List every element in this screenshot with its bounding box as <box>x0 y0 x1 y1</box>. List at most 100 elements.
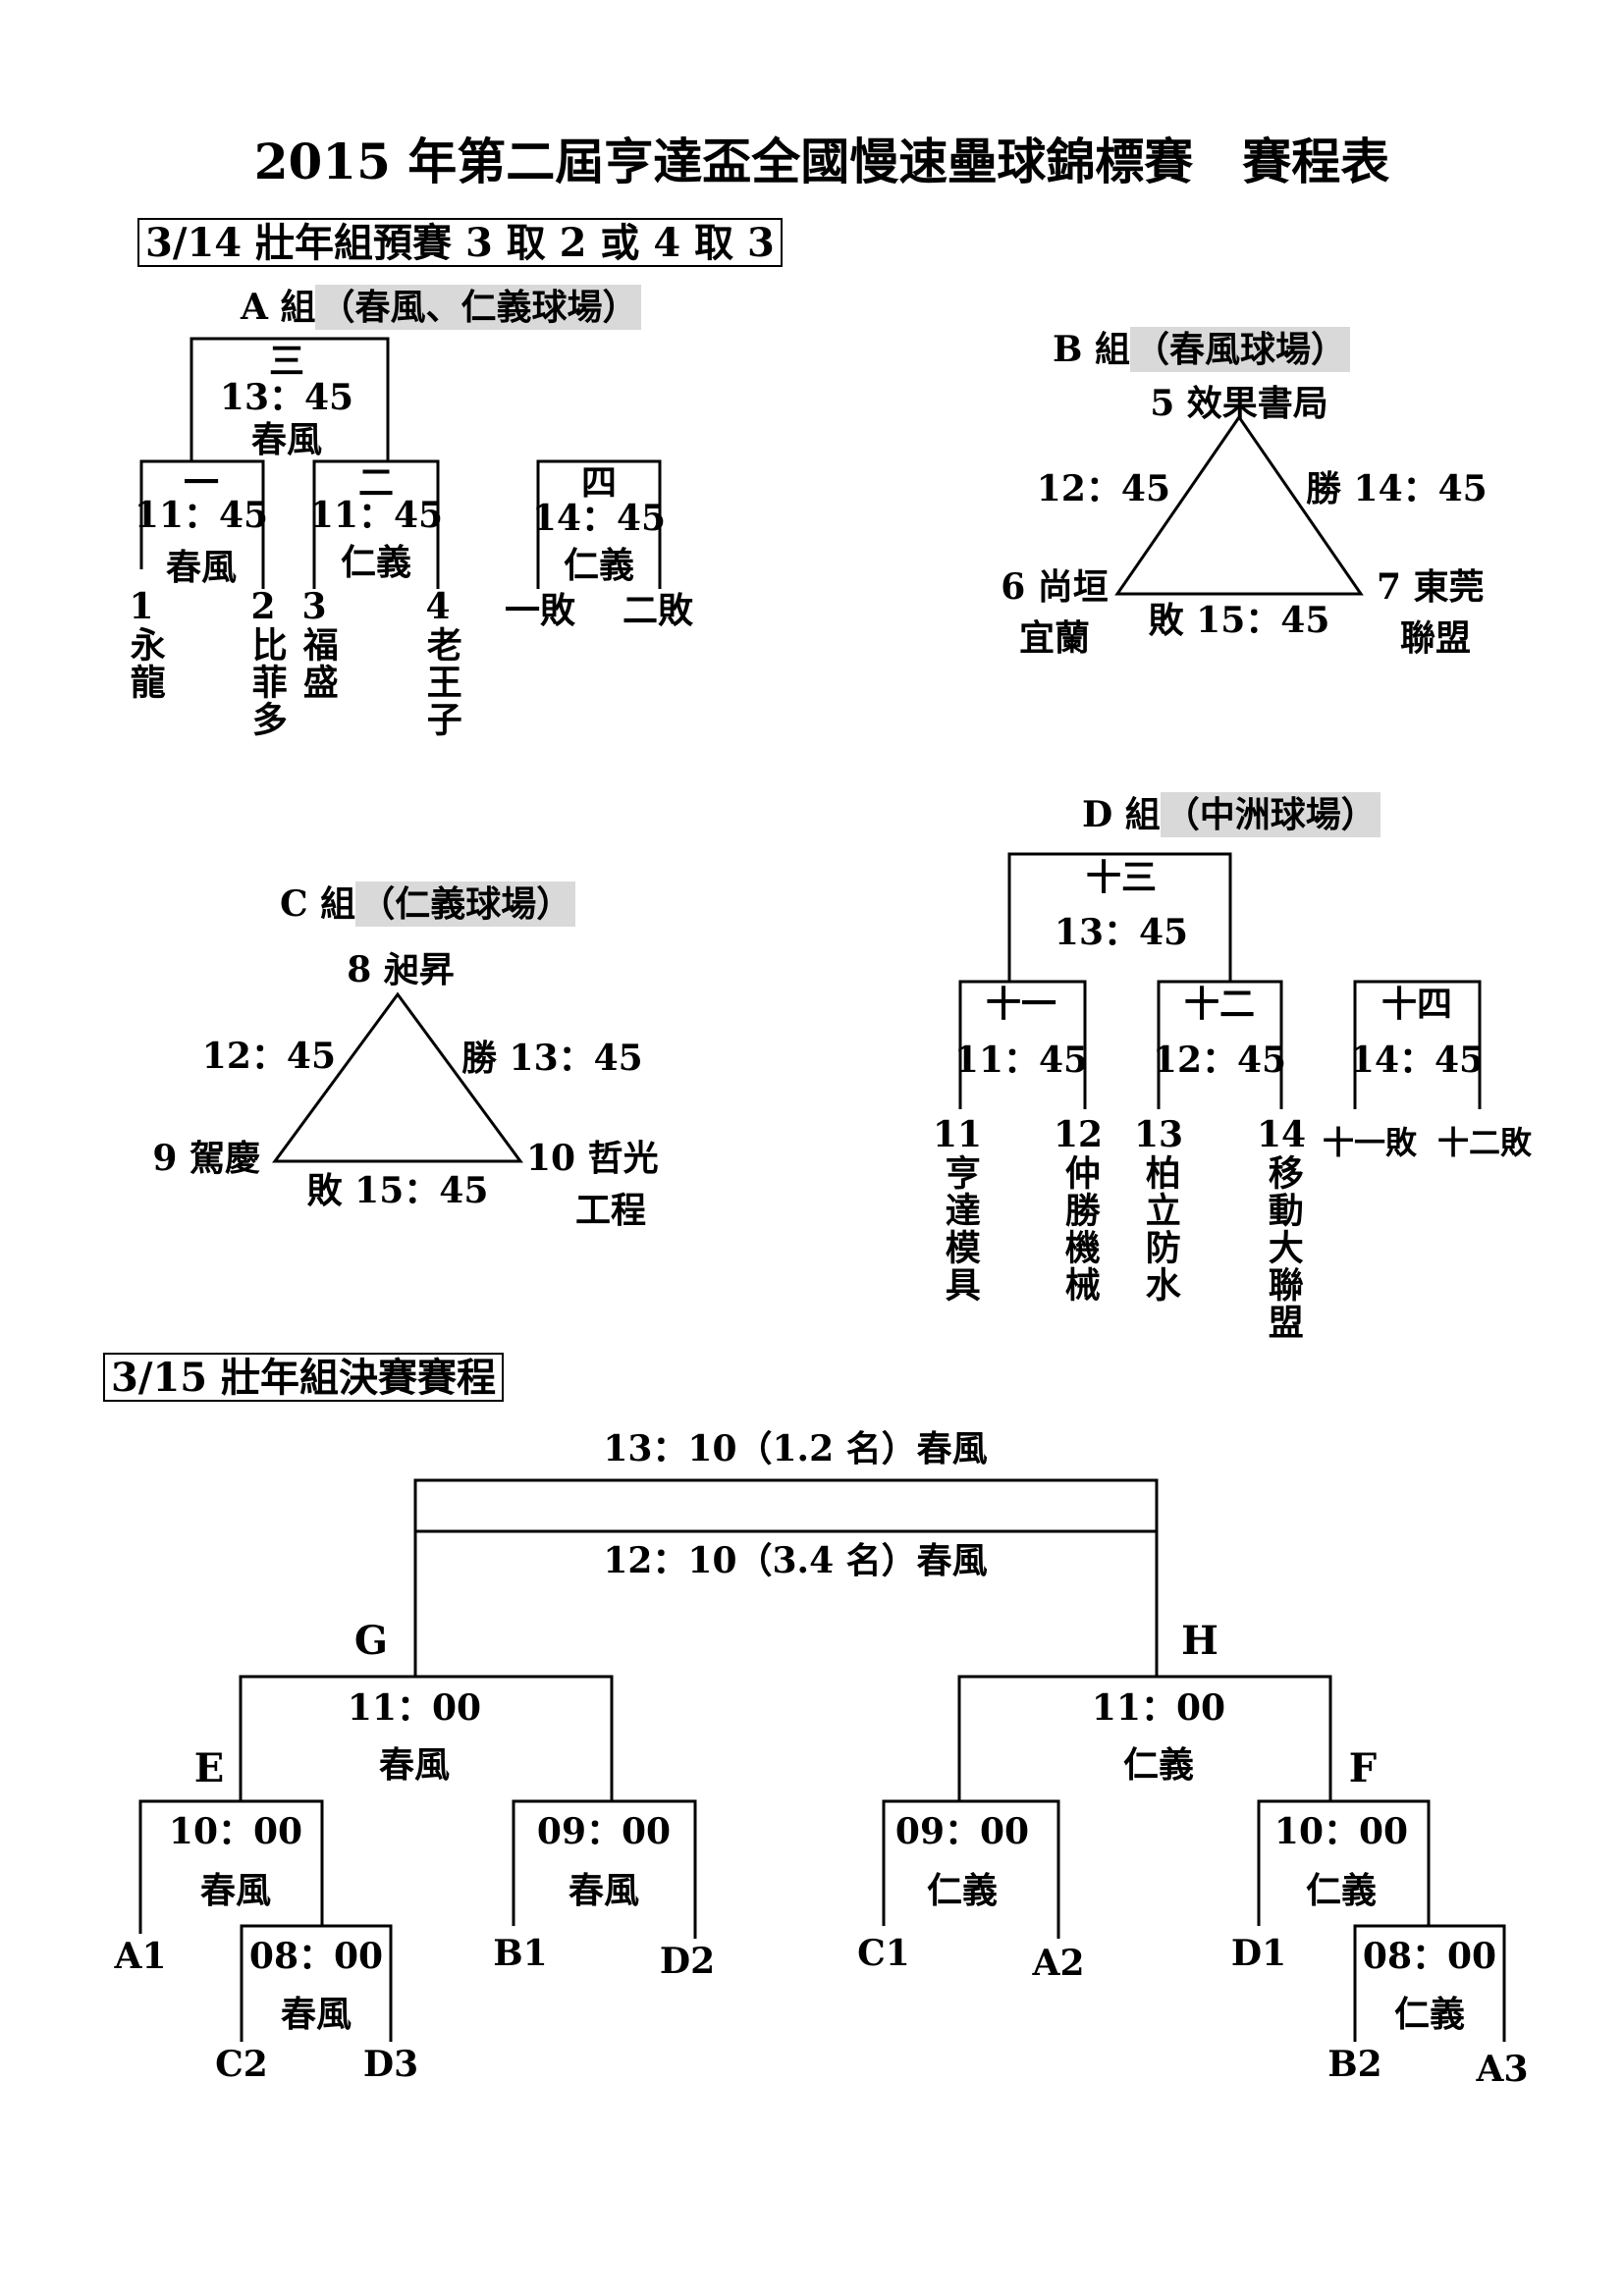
group-c-title: C 組（仁義球場） <box>280 881 576 927</box>
game-11-time: 11：45 <box>953 1040 1089 1081</box>
game-2-number: 二 <box>357 462 395 504</box>
group-c-bottom-time: 敗 15：45 <box>306 1170 489 1211</box>
group-a-bracket <box>139 337 662 589</box>
group-a-venue: （春風、仁義球場） <box>315 285 642 330</box>
game-12-time: 12：45 <box>1152 1040 1287 1081</box>
team-12-name: 仲勝機械 <box>1058 1154 1101 1304</box>
seed-d2: D2 <box>659 1941 716 1982</box>
game-g-time: 11：00 <box>347 1687 482 1729</box>
game-m2-field: 春風 <box>568 1870 640 1911</box>
game-4-slot-1: 一敗 <box>504 590 576 631</box>
game-m3-time: 09：00 <box>894 1811 1030 1852</box>
group-d-label: D 組 <box>1082 794 1161 835</box>
group-c-left-time: 12：45 <box>201 1036 336 1077</box>
team-13-name: 柏立防水 <box>1139 1154 1181 1304</box>
team-11-name: 亨達模具 <box>939 1154 981 1304</box>
group-d-venue: （中洲球場） <box>1160 792 1380 837</box>
group-b-top-team: 5 效果書局 <box>1150 383 1328 424</box>
game-13-time: 13：45 <box>1054 912 1189 953</box>
seed-b2: B2 <box>1327 2044 1382 2085</box>
game-11-number: 十一 <box>985 984 1057 1025</box>
game-e-label: E <box>193 1745 225 1791</box>
seed-c1: C1 <box>857 1933 910 1974</box>
game-3-time: 13：45 <box>219 377 354 418</box>
game-f-label: F <box>1348 1745 1378 1791</box>
group-c-top-team: 8 昶昇 <box>347 949 455 990</box>
game-h-time: 11：00 <box>1091 1687 1226 1729</box>
group-b-left-team-line2: 宜蘭 <box>1018 617 1091 659</box>
group-b-triangle <box>1114 414 1364 596</box>
group-d-bracket <box>958 852 1482 1109</box>
team-3-number: 3 <box>301 586 327 627</box>
game-m4-field: 仁義 <box>1393 1994 1466 2035</box>
group-c-right-time: 勝 13：45 <box>461 1038 643 1079</box>
game-g-label: G <box>353 1618 389 1664</box>
game-2-field: 仁義 <box>340 542 412 583</box>
team-4-number: 4 <box>425 586 451 627</box>
game-1-number: 一 <box>183 462 220 504</box>
game-m3-field: 仁義 <box>926 1870 999 1911</box>
game-m1-time: 08：00 <box>248 1936 384 1977</box>
game-h-field: 仁義 <box>1122 1744 1195 1786</box>
group-b-title: B 組（春風球場） <box>1053 327 1350 372</box>
group-b-venue: （春風球場） <box>1129 327 1350 372</box>
game-3-field: 春風 <box>250 419 323 460</box>
group-b-right-time: 勝 14：45 <box>1306 468 1488 509</box>
seed-a1: A1 <box>114 1936 167 1977</box>
game-3-number: 三 <box>268 341 305 382</box>
game-4-time: 14：45 <box>531 498 667 539</box>
game-4-field: 仁義 <box>563 545 635 586</box>
game-1-field: 春風 <box>165 547 238 588</box>
team-14-name: 移動大聯盟 <box>1262 1154 1304 1341</box>
finals-bracket <box>138 1478 1506 2042</box>
game-1-time: 11：45 <box>134 495 269 536</box>
team-11-number: 11 <box>932 1114 983 1155</box>
group-a-label: A 組 <box>241 287 316 328</box>
page-title: 2015 年第二屆亨達盃全國慢速壘球錦標賽 賽程表 <box>253 133 1390 190</box>
team-2-name: 比菲多 <box>245 626 288 738</box>
game-f-field: 仁義 <box>1305 1870 1378 1911</box>
group-d-title: D 組（中洲球場） <box>1082 792 1380 837</box>
seed-a3: A3 <box>1476 2049 1529 2090</box>
team-4-name: 老王子 <box>420 626 462 738</box>
game-2-time: 11：45 <box>308 495 444 536</box>
group-c-venue: （仁義球場） <box>355 881 576 927</box>
group-c-triangle <box>272 991 523 1163</box>
team-12-number: 12 <box>1053 1114 1104 1155</box>
group-b-right-team: 7 東莞 <box>1377 566 1485 608</box>
group-a-title: A 組（春風、仁義球場） <box>241 285 642 330</box>
seed-b1: B1 <box>493 1933 548 1974</box>
group-b-bottom-time: 敗 15：45 <box>1148 600 1330 641</box>
team-3-name: 福盛 <box>297 626 339 701</box>
team-2-number: 2 <box>250 586 276 627</box>
seed-d1: D1 <box>1230 1933 1287 1974</box>
day2-heading: 3/15 壯年組決賽賽程 <box>103 1353 505 1402</box>
seed-a2: A2 <box>1032 1943 1085 1984</box>
team-1-number: 1 <box>129 586 154 627</box>
team-13-number: 13 <box>1133 1114 1184 1155</box>
final-3-4-label: 12：10（3.4 名）春風 <box>603 1540 988 1581</box>
group-c-right-team: 10 哲光 <box>526 1138 659 1179</box>
team-1-name: 永龍 <box>124 626 166 701</box>
seed-d3: D3 <box>362 2044 419 2085</box>
group-c-label: C 組 <box>280 883 356 925</box>
game-h-label: H <box>1181 1618 1218 1664</box>
group-b-label: B 組 <box>1053 329 1130 370</box>
game-e-time: 10：00 <box>168 1811 303 1852</box>
game-14-slot-1: 十一敗 <box>1322 1124 1418 1161</box>
group-b-left-team: 6 尚垣 <box>1001 566 1109 608</box>
group-b-right-team-line2: 聯盟 <box>1399 617 1472 659</box>
game-14-slot-2: 十二敗 <box>1436 1124 1533 1161</box>
game-4-number: 四 <box>580 462 618 504</box>
game-m4-time: 08：00 <box>1362 1936 1497 1977</box>
game-f-time: 10：00 <box>1273 1811 1409 1852</box>
game-13-number: 十三 <box>1085 857 1158 898</box>
game-m2-time: 09：00 <box>536 1811 672 1852</box>
game-12-number: 十二 <box>1183 984 1256 1025</box>
seed-c2: C2 <box>215 2044 268 2085</box>
final-1-2-label: 13：10（1.2 名）春風 <box>603 1428 988 1469</box>
game-4-slot-2: 二敗 <box>622 590 694 631</box>
game-14-number: 十四 <box>1380 984 1453 1025</box>
